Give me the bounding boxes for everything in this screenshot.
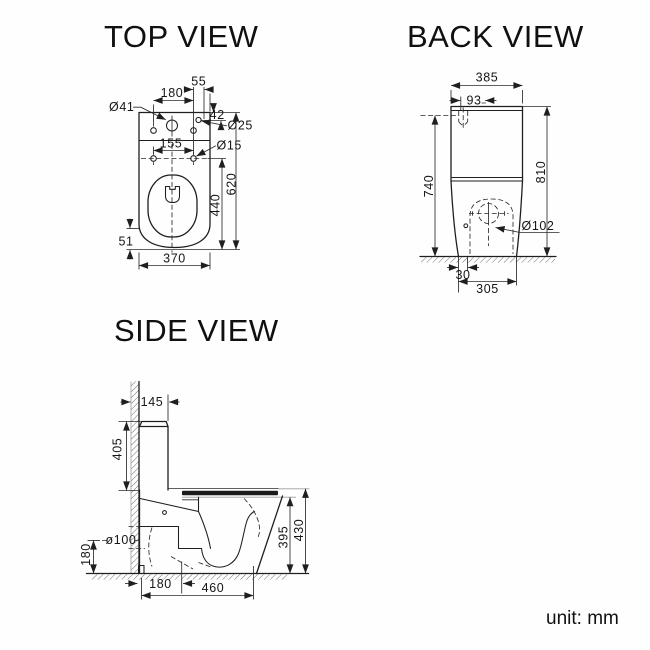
- dim-side-430: 430: [292, 488, 309, 574]
- back-trap-dashed: [469, 198, 514, 254]
- top-dim-180-label: 180: [161, 86, 184, 100]
- back-body-right: [515, 180, 524, 258]
- side-dim-145-label: 145: [141, 395, 164, 409]
- back-view-title: BACK VIEW: [407, 19, 584, 54]
- side-dim-430-label: 430: [292, 519, 306, 542]
- dim-side-460: 460: [141, 566, 254, 600]
- top-dim-42-label: 42: [210, 108, 225, 122]
- side-wall-hatch: [131, 381, 139, 574]
- top-inlet-hole: [195, 116, 202, 124]
- side-bowl-front: [255, 495, 284, 575]
- top-dim-620-label: 620: [225, 173, 239, 196]
- side-dim-180-height-label: 180: [79, 543, 93, 566]
- back-dim-30-label: 30: [455, 268, 470, 282]
- top-dim-25-label: Ø25: [228, 119, 253, 133]
- dim-top-155: 155: [153, 136, 194, 154]
- back-dim-810-label: 810: [534, 161, 548, 184]
- dim-back-810: 810: [522, 106, 551, 257]
- top-dim-55-label: 55: [191, 75, 206, 89]
- top-dim-41-label: Ø41: [109, 100, 134, 114]
- back-ground-hatch: [421, 257, 555, 263]
- dim-top-370: 370: [138, 252, 211, 270]
- side-pipe-dashed: [128, 526, 212, 570]
- side-dim-405-label: 405: [111, 438, 125, 461]
- top-tank-hole-left: [150, 127, 157, 134]
- side-dim-180-floor-label: 180: [149, 577, 172, 591]
- dim-top-41: Ø41: [109, 100, 166, 121]
- side-seat-bar: [182, 490, 278, 496]
- side-dim-460-label: 460: [202, 581, 225, 595]
- dim-top-440: 440: [207, 158, 226, 250]
- side-dim-395-label: 395: [277, 526, 291, 549]
- dim-side-145: 145: [120, 394, 180, 421]
- back-dim-385-label: 385: [476, 71, 499, 85]
- side-view-drawing: 145 405 ø100 180 395 430 180: [79, 380, 310, 600]
- dim-back-740: 740: [422, 115, 439, 257]
- dim-side-395: 395: [277, 497, 294, 574]
- side-ground-hatch: [92, 574, 287, 580]
- top-dim-440-label: 440: [209, 194, 223, 217]
- side-flush-channel: [139, 496, 200, 513]
- side-view-title: SIDE VIEW: [114, 313, 279, 348]
- back-dim-93-label: 93: [466, 94, 481, 108]
- dim-top-180: 180: [153, 86, 194, 127]
- top-view-drawing: 55 180 Ø41 42 Ø25 Ø15 155: [109, 75, 253, 270]
- top-view-title: TOP VIEW: [104, 19, 259, 54]
- side-dim-100-label: ø100: [106, 533, 137, 547]
- side-bowl-front-inner: [243, 498, 260, 539]
- top-body-outline: [138, 111, 211, 249]
- side-shelf: [138, 525, 203, 550]
- side-bowl-inner-back: [197, 510, 212, 550]
- dim-back-102: Ø102: [495, 219, 560, 233]
- dim-top-620: 620: [126, 112, 240, 250]
- unit-label: unit: mm: [546, 608, 619, 629]
- dim-top-55: 55: [183, 75, 214, 155]
- back-dim-102-label: Ø102: [522, 219, 555, 233]
- back-dim-305-label: 305: [476, 282, 499, 296]
- back-view-drawing: 385 93 740 810 Ø102 30: [419, 71, 560, 296]
- side-tank-lid: [138, 420, 169, 428]
- back-dim-740-label: 740: [422, 175, 436, 198]
- dim-side-180-floor: 180: [125, 561, 195, 594]
- top-dim-370-label: 370: [163, 252, 186, 266]
- back-tank-outline: [450, 105, 524, 182]
- dim-top-51: 51: [118, 218, 140, 260]
- side-trap-curve: [200, 510, 256, 568]
- top-dim-15-label: Ø15: [217, 139, 242, 153]
- top-dim-155-label: 155: [160, 136, 183, 150]
- dim-top-15: Ø15: [196, 139, 242, 157]
- back-fixing-hole: [463, 223, 469, 229]
- dim-side-405: 405: [111, 421, 142, 491]
- dim-side-100: ø100: [102, 533, 140, 547]
- dim-back-93: 93: [449, 94, 497, 110]
- top-sump-outline: [164, 185, 181, 204]
- back-tank-seam: [450, 176, 524, 182]
- dim-back-385: 385: [450, 71, 523, 104]
- back-body-left: [450, 180, 460, 258]
- side-fixing-hole: [162, 510, 167, 515]
- dim-back-305: 305: [458, 257, 517, 296]
- dim-side-180-height: 180: [79, 540, 100, 574]
- top-bowl-opening: [147, 174, 198, 238]
- top-dim-51-label: 51: [118, 235, 133, 249]
